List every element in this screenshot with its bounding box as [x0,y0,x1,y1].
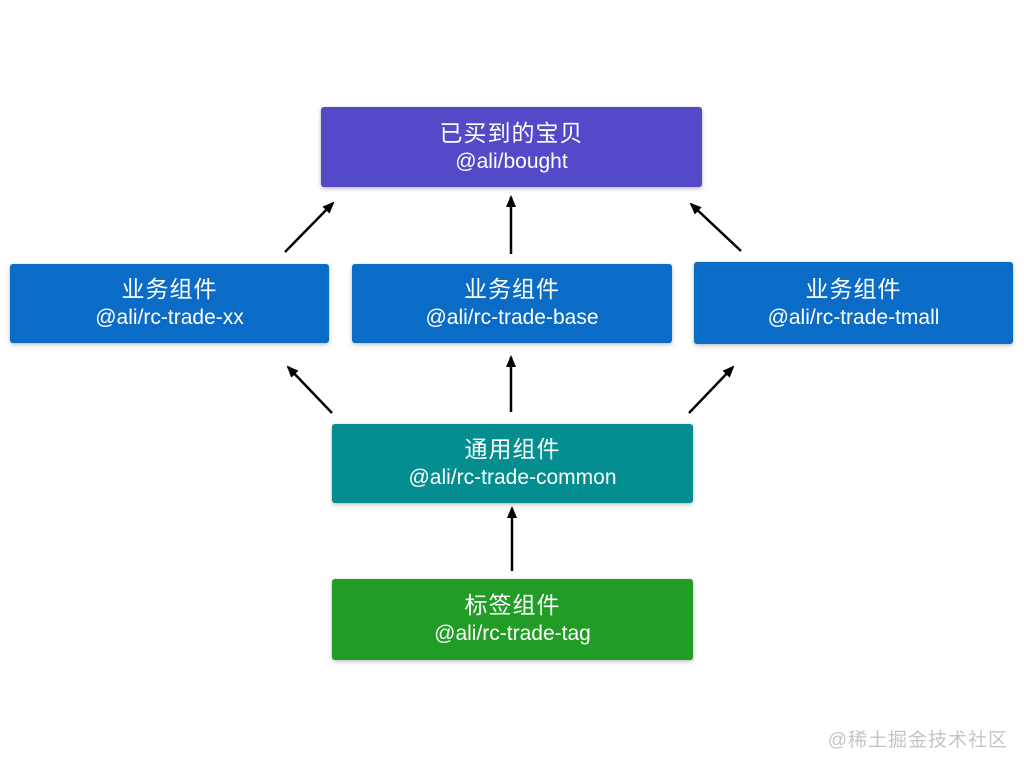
node-trade-xx-package: @ali/rc-trade-xx [95,306,244,329]
node-bought: 已买到的宝贝 @ali/bought [321,107,702,187]
node-trade-tmall-package: @ali/rc-trade-tmall [767,305,940,329]
node-trade-common: 通用组件 @ali/rc-trade-common [332,424,693,503]
arrow-trade-xx-to-bought [284,201,335,253]
node-trade-tmall: 业务组件 @ali/rc-trade-tmall [694,262,1013,344]
node-trade-base-package: @ali/rc-trade-base [425,306,599,329]
node-trade-base-title: 业务组件 [464,276,560,302]
node-trade-tmall-title: 业务组件 [805,275,902,302]
arrow-trade-tmall-to-bought [689,202,742,252]
node-trade-base: 业务组件 @ali/rc-trade-base [352,264,672,343]
node-trade-common-package: @ali/rc-trade-common [408,466,617,489]
arrow-common-to-trade-tmall [688,365,735,414]
node-trade-xx-title: 业务组件 [121,276,218,302]
node-trade-xx: 业务组件 @ali/rc-trade-xx [10,264,329,343]
node-bought-package: @ali/bought [455,149,568,173]
node-bought-title: 已买到的宝贝 [439,119,584,146]
node-trade-tag: 标签组件 @ali/rc-trade-tag [332,579,693,660]
arrow-common-to-trade-xx [286,365,333,414]
node-trade-tag-title: 标签组件 [464,592,561,618]
node-trade-tag-package: @ali/rc-trade-tag [434,622,591,645]
node-trade-common-title: 通用组件 [464,436,561,462]
watermark: @稀土掘金技术社区 [827,730,1008,751]
